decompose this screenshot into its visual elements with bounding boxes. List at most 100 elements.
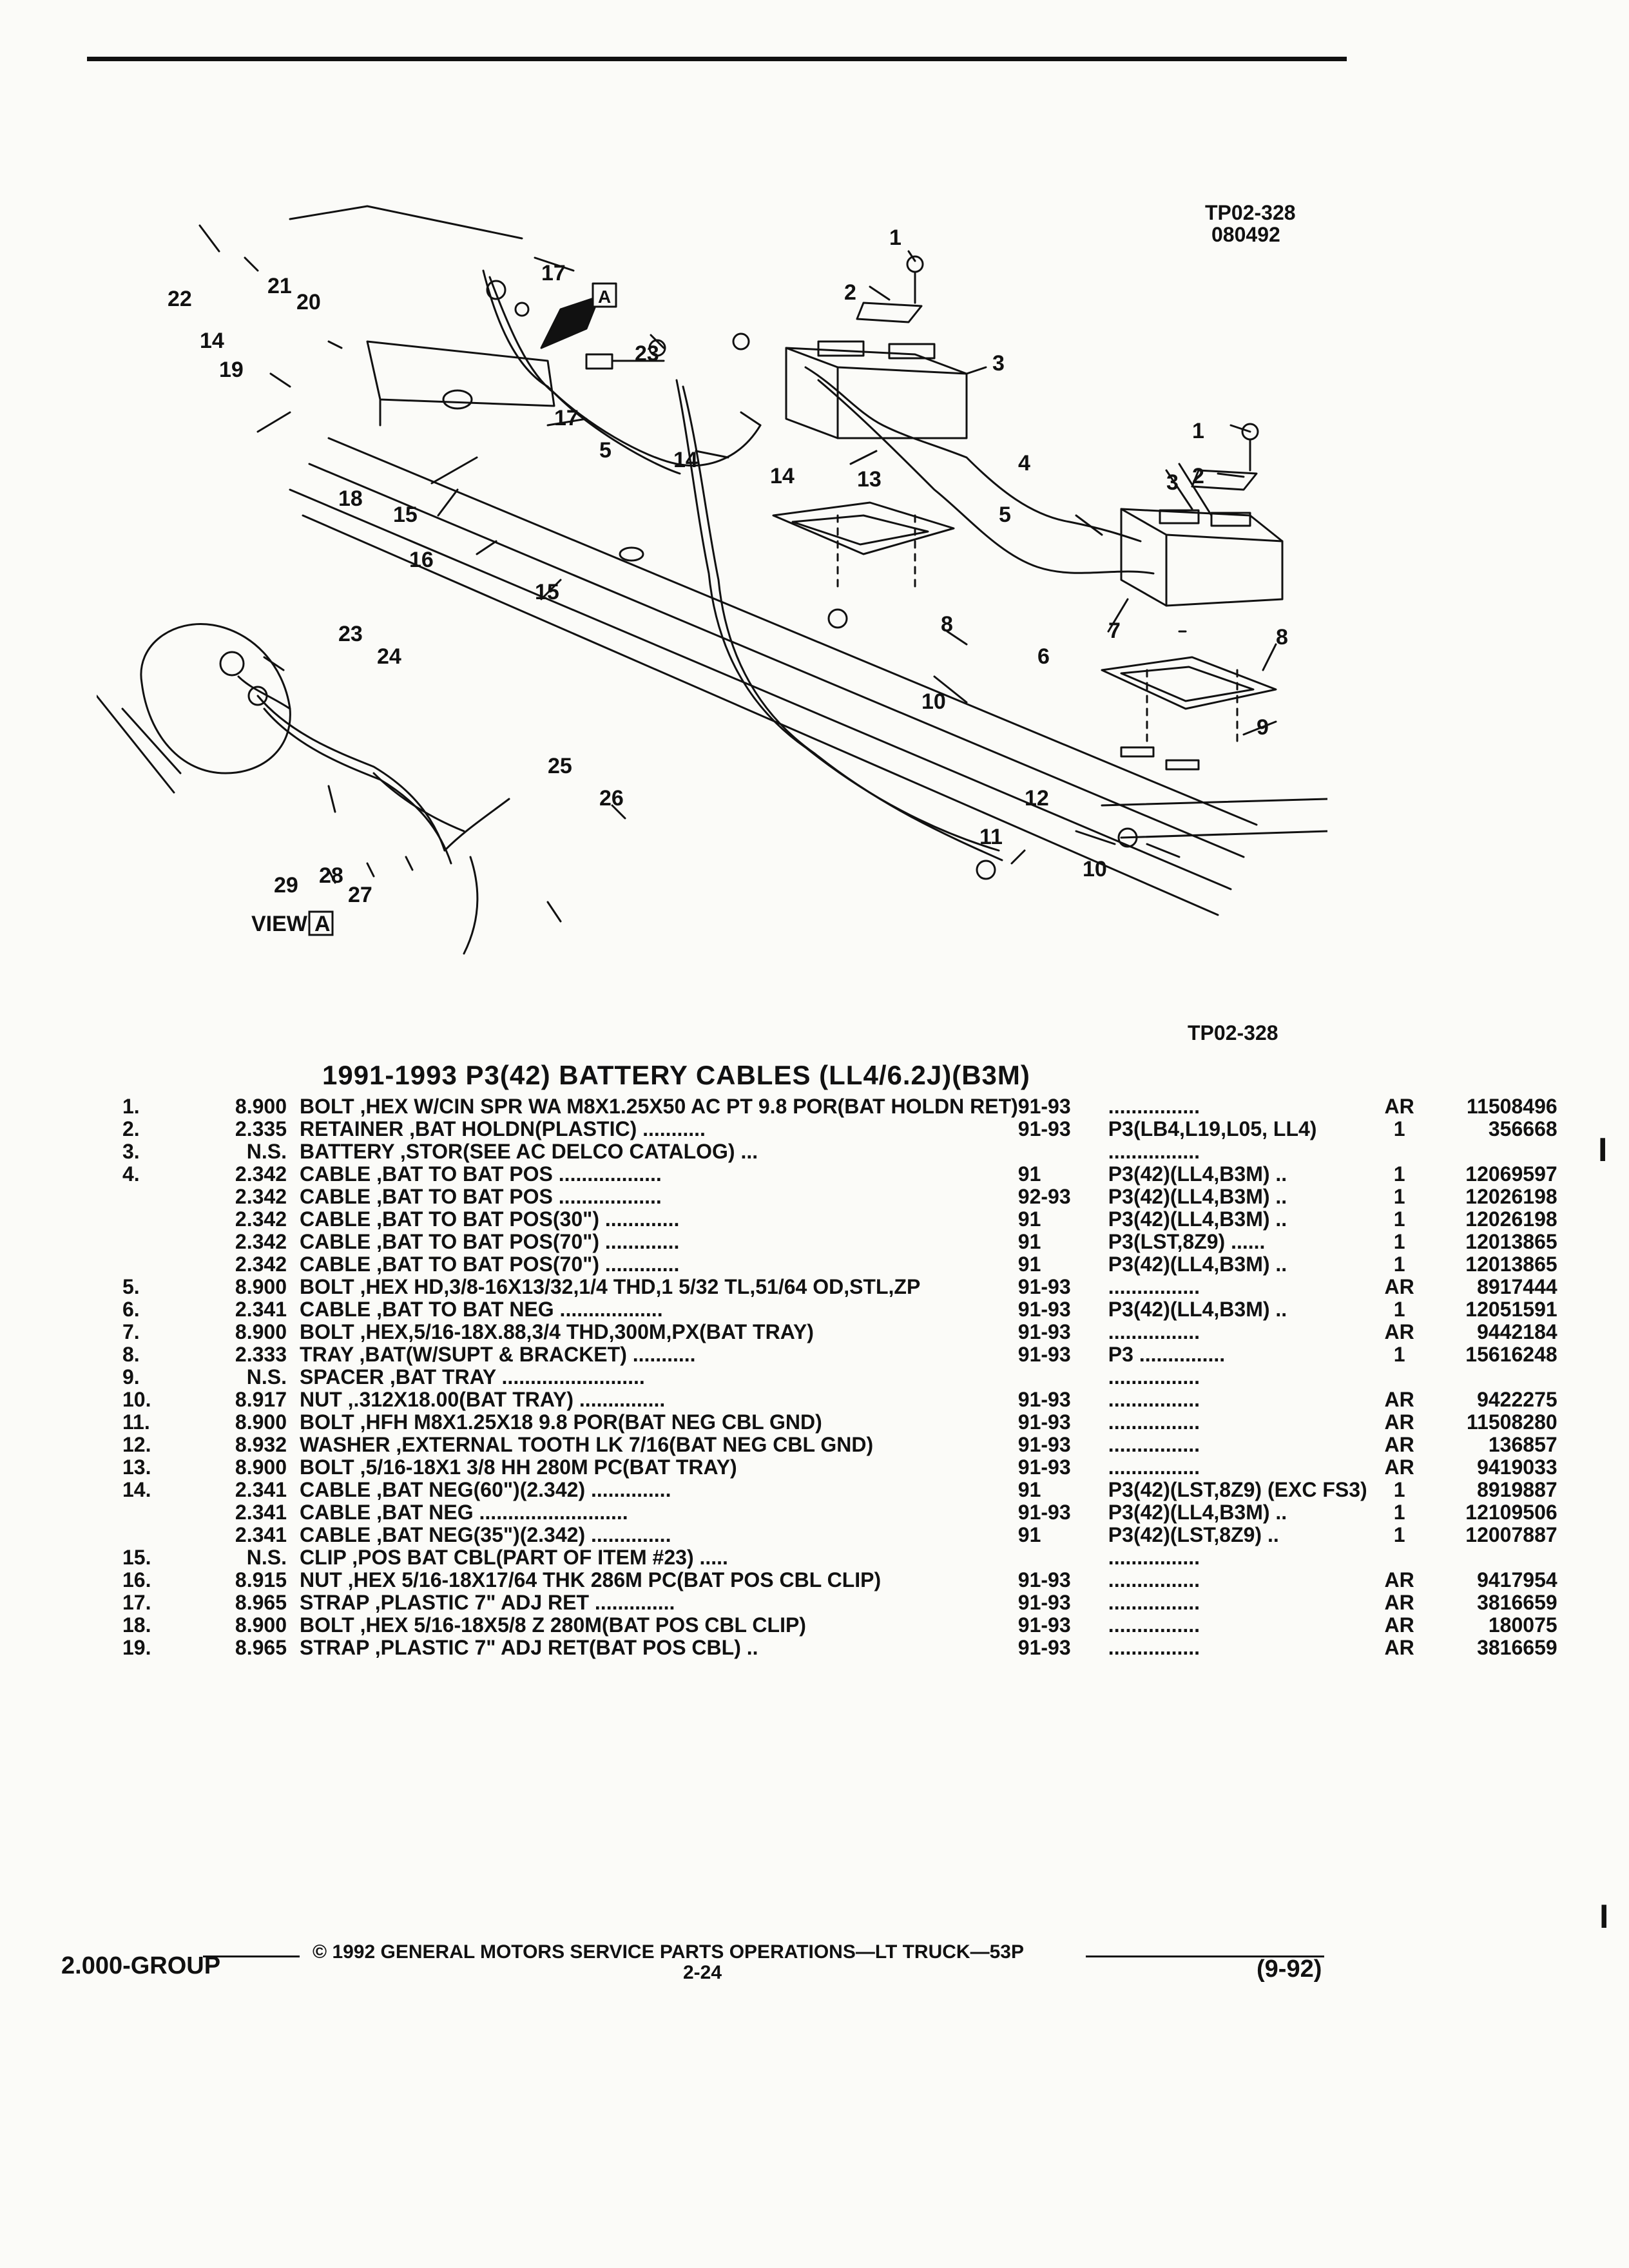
item-number: 4. — [122, 1162, 140, 1186]
callout-14c: 14 — [770, 464, 795, 488]
callout-21: 21 — [267, 274, 292, 298]
item-number: 10. — [122, 1388, 151, 1411]
part-number: 15616248 — [1465, 1343, 1557, 1366]
quantity: 1 — [1393, 1185, 1405, 1208]
model-years: 91-93 — [1017, 1410, 1071, 1434]
callout-5a: 5 — [999, 503, 1011, 527]
footer-rule-right — [1086, 1956, 1324, 1957]
callout-10a: 10 — [921, 689, 946, 714]
item-number: 7. — [122, 1320, 140, 1343]
callout-14b: 14 — [673, 448, 698, 472]
callout-24: 24 — [377, 644, 401, 669]
model-years: 91 — [1017, 1162, 1041, 1186]
item-number: 13. — [122, 1456, 151, 1479]
part-number: 12007887 — [1465, 1523, 1557, 1546]
callout-3b: 3 — [1166, 470, 1179, 495]
part-description: CABLE ,BAT NEG(35")(2.342) .............… — [300, 1523, 671, 1546]
item-number: 17. — [122, 1591, 151, 1614]
usage-code: P3 ............... — [1108, 1343, 1226, 1366]
callout-8b: 8 — [1276, 625, 1288, 649]
quantity: AR — [1384, 1636, 1414, 1659]
model-years: 91-93 — [1017, 1568, 1071, 1591]
group-code: 2.342 — [235, 1185, 287, 1208]
part-number: 3816659 — [1477, 1636, 1557, 1659]
callout-11: 11 — [979, 825, 1003, 849]
retainer-left — [856, 302, 923, 323]
model-years: 91-93 — [1017, 1298, 1071, 1321]
group-code: 8.915 — [235, 1568, 287, 1591]
group-code: N.S. — [246, 1140, 287, 1163]
group-code: 2.333 — [235, 1343, 287, 1366]
group-code: 8.965 — [235, 1636, 287, 1659]
arrow-letter: A — [598, 287, 611, 307]
quantity: AR — [1384, 1410, 1414, 1434]
model-years: 91-93 — [1017, 1343, 1071, 1366]
battery-cable-diagram: 1 2 3 1 2 3 4 5 5 6 7 8 8 9 10 10 11 12 … — [97, 205, 1327, 955]
quantity: AR — [1384, 1591, 1414, 1614]
part-description: CABLE ,BAT TO BAT POS(70") ............. — [300, 1253, 680, 1276]
usage-code: ................ — [1108, 1095, 1200, 1118]
group-code: 8.900 — [235, 1275, 287, 1298]
callout-17a: 17 — [541, 261, 566, 285]
usage-code: P3(42)(LL4,B3M) .. — [1108, 1253, 1287, 1276]
part-description: CABLE ,BAT TO BAT POS(70") ............. — [300, 1230, 680, 1253]
quantity: AR — [1384, 1433, 1414, 1456]
group-code: N.S. — [246, 1365, 287, 1389]
part-number: 9417954 — [1477, 1568, 1557, 1591]
callout-1b: 1 — [1192, 419, 1204, 443]
usage-code: ................ — [1108, 1456, 1200, 1479]
quantity: AR — [1384, 1568, 1414, 1591]
model-years: 91 — [1017, 1230, 1041, 1253]
group-code: 2.341 — [235, 1478, 287, 1501]
edge-mark-1: I — [1598, 1131, 1608, 1169]
quantity: AR — [1384, 1388, 1414, 1411]
part-number: 12026198 — [1465, 1185, 1557, 1208]
callout-25: 25 — [548, 754, 572, 778]
item-number: 5. — [122, 1275, 140, 1298]
quantity: 1 — [1393, 1117, 1405, 1140]
quantity: 1 — [1393, 1162, 1405, 1186]
quantity — [1367, 1140, 1432, 1163]
callout-14a: 14 — [200, 329, 224, 353]
quantity: 1 — [1393, 1478, 1405, 1501]
quantity: 1 — [1393, 1253, 1405, 1276]
battery-left — [785, 340, 968, 439]
group-code: N.S. — [246, 1546, 287, 1569]
group-code: 2.341 — [235, 1298, 287, 1321]
callout-17b: 17 — [554, 406, 579, 430]
part-number — [1432, 1546, 1557, 1569]
part-description: SPACER ,BAT TRAY .......................… — [300, 1365, 645, 1389]
model-years: 91-93 — [1017, 1320, 1071, 1343]
usage-code: P3(42)(LST,8Z9) (EXC FS3) — [1108, 1478, 1367, 1501]
part-description: BOLT ,HEX 5/16-18X5/8 Z 280M(BAT POS CBL… — [300, 1613, 806, 1637]
item-number: 3. — [122, 1140, 140, 1163]
group-code: 8.900 — [235, 1095, 287, 1118]
item-number: 9. — [122, 1365, 140, 1389]
crossmember — [366, 340, 555, 407]
part-description: CLIP ,POS BAT CBL(PART OF ITEM #23) ....… — [300, 1546, 728, 1569]
top-rule — [87, 57, 1347, 61]
part-description: BOLT ,HFH M8X1.25X18 9.8 POR(BAT NEG CBL… — [300, 1410, 822, 1434]
part-description: CABLE ,BAT TO BAT POS(30") ............. — [300, 1207, 680, 1231]
model-years: 92-93 — [1017, 1185, 1071, 1208]
quantity: 1 — [1393, 1207, 1405, 1231]
quantity: 1 — [1393, 1230, 1405, 1253]
table-row: 3.N.S.BATTERY ,STOR(SEE AC DELCO CATALOG… — [122, 1140, 1557, 1163]
usage-code: ................ — [1108, 1591, 1200, 1614]
callout-5b: 5 — [599, 438, 612, 463]
model-years: 91-93 — [1017, 1275, 1071, 1298]
quantity: AR — [1384, 1320, 1414, 1343]
section-title: 1991-1993 P3(42) BATTERY CABLES (LL4/6.2… — [322, 1060, 1030, 1090]
callout-9: 9 — [1257, 715, 1269, 740]
part-number: 136857 — [1488, 1433, 1557, 1456]
usage-code: ................ — [1108, 1636, 1200, 1659]
